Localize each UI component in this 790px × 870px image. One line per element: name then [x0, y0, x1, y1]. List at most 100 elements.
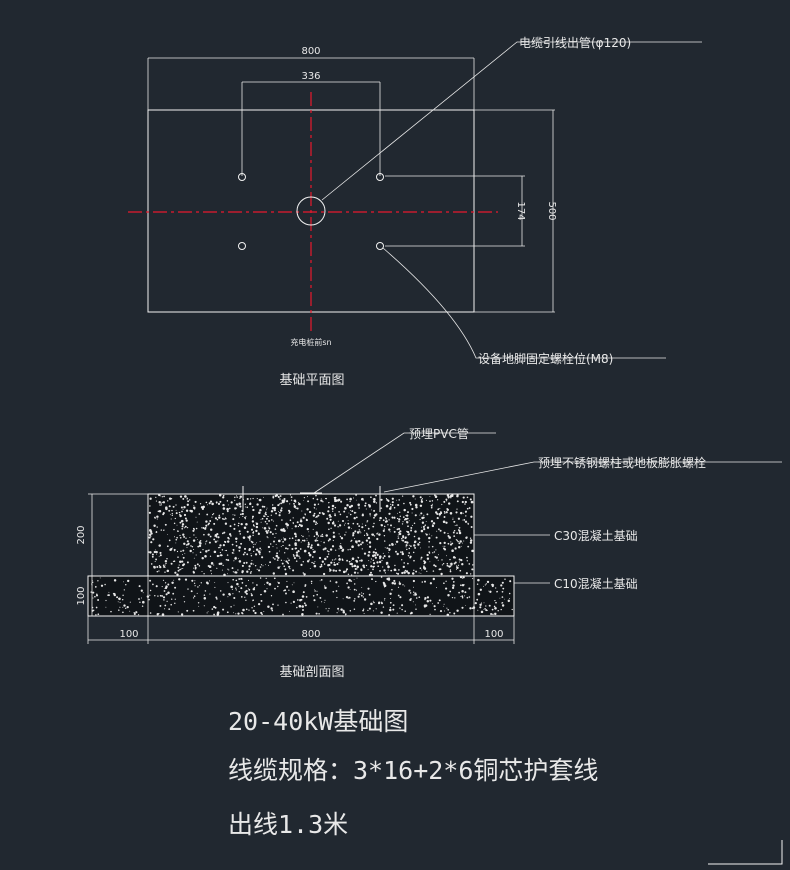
concrete-speckle [448, 502, 451, 505]
concrete-speckle [199, 503, 202, 505]
concrete-speckle [292, 569, 295, 572]
concrete-speckle [382, 557, 385, 559]
concrete-speckle [270, 595, 273, 597]
concrete-speckle [466, 556, 468, 559]
concrete-speckle [396, 499, 398, 501]
concrete-speckle [186, 547, 188, 548]
concrete-speckle [280, 559, 283, 561]
concrete-speckle [160, 495, 162, 497]
concrete-speckle [233, 523, 236, 526]
concrete-speckle [173, 536, 176, 538]
concrete-speckle [296, 606, 298, 609]
concrete-speckle [142, 600, 145, 604]
concrete-speckle [460, 596, 462, 597]
concrete-speckle [398, 499, 400, 501]
concrete-speckle [500, 584, 503, 587]
concrete-speckle [441, 564, 443, 566]
concrete-speckle [183, 506, 186, 509]
concrete-speckle [207, 549, 210, 552]
concrete-speckle [436, 587, 437, 589]
bolt-hole-top-right [376, 173, 384, 181]
concrete-speckle [285, 522, 288, 526]
concrete-speckle [288, 610, 290, 612]
concrete-speckle [182, 554, 183, 556]
concrete-speckle [177, 569, 180, 572]
concrete-speckle [272, 603, 274, 606]
concrete-speckle [190, 590, 193, 593]
concrete-speckle [232, 548, 235, 551]
concrete-speckle [174, 602, 176, 605]
concrete-speckle [259, 553, 261, 556]
concrete-speckle [508, 592, 511, 595]
concrete-speckle [409, 592, 412, 594]
concrete-speckle [351, 574, 353, 576]
concrete-speckle [254, 543, 256, 545]
concrete-speckle [383, 569, 386, 572]
concrete-speckle [393, 530, 396, 533]
concrete-speckle [327, 564, 330, 567]
concrete-speckle [313, 507, 316, 509]
concrete-speckle [350, 504, 354, 508]
concrete-speckle [453, 529, 456, 532]
concrete-speckle [426, 513, 429, 516]
concrete-speckle [253, 605, 256, 607]
concrete-speckle [354, 567, 357, 571]
concrete-speckle [372, 568, 374, 571]
concrete-speckle [393, 506, 396, 509]
concrete-speckle [398, 527, 401, 530]
concrete-speckle [180, 613, 184, 616]
concrete-speckle [429, 599, 432, 602]
concrete-speckle [291, 537, 294, 540]
concrete-speckle [254, 525, 256, 527]
concrete-speckle [321, 560, 324, 563]
concrete-speckle [164, 559, 168, 563]
concrete-speckle [95, 606, 98, 609]
concrete-speckle [372, 559, 375, 561]
concrete-speckle [351, 557, 355, 560]
concrete-speckle [312, 594, 315, 597]
concrete-speckle [155, 500, 157, 502]
bolt-hole-top-left [238, 173, 246, 181]
concrete-speckle [398, 581, 401, 583]
concrete-speckle [92, 597, 94, 599]
concrete-speckle [308, 559, 310, 561]
concrete-speckle [248, 565, 251, 568]
concrete-speckle [260, 564, 263, 566]
concrete-speckle [402, 536, 405, 539]
concrete-speckle [440, 572, 443, 576]
concrete-speckle [195, 554, 197, 556]
concrete-speckle [280, 507, 283, 509]
leader-pvc [313, 432, 496, 494]
concrete-speckle [246, 570, 249, 573]
concrete-speckle [292, 522, 294, 525]
concrete-speckle [251, 560, 253, 562]
concrete-speckle [401, 495, 404, 497]
concrete-speckle [420, 512, 423, 515]
concrete-speckle [207, 523, 210, 526]
concrete-speckle [213, 613, 215, 616]
concrete-speckle [430, 520, 434, 523]
concrete-speckle [322, 548, 325, 551]
concrete-speckle [413, 535, 416, 538]
concrete-speckle [301, 595, 305, 598]
concrete-speckle [328, 502, 330, 504]
concrete-speckle [150, 563, 153, 565]
concrete-speckle [186, 561, 189, 564]
concrete-speckle [385, 520, 388, 523]
concrete-speckle [439, 515, 441, 517]
concrete-speckle [352, 534, 355, 537]
concrete-speckle [355, 494, 357, 496]
concrete-speckle [278, 495, 279, 497]
concrete-speckle [171, 514, 174, 517]
concrete-speckle [403, 502, 405, 505]
concrete-speckle [324, 497, 327, 500]
note-line-3: 出线1.3米 [228, 810, 348, 839]
concrete-speckle [193, 595, 196, 598]
concrete-speckle [413, 544, 416, 547]
concrete-speckle [225, 549, 228, 552]
concrete-speckle [166, 586, 168, 588]
concrete-speckle [401, 552, 405, 556]
concrete-speckle [428, 551, 431, 554]
concrete-speckle [325, 608, 327, 610]
concrete-speckle [359, 530, 361, 533]
